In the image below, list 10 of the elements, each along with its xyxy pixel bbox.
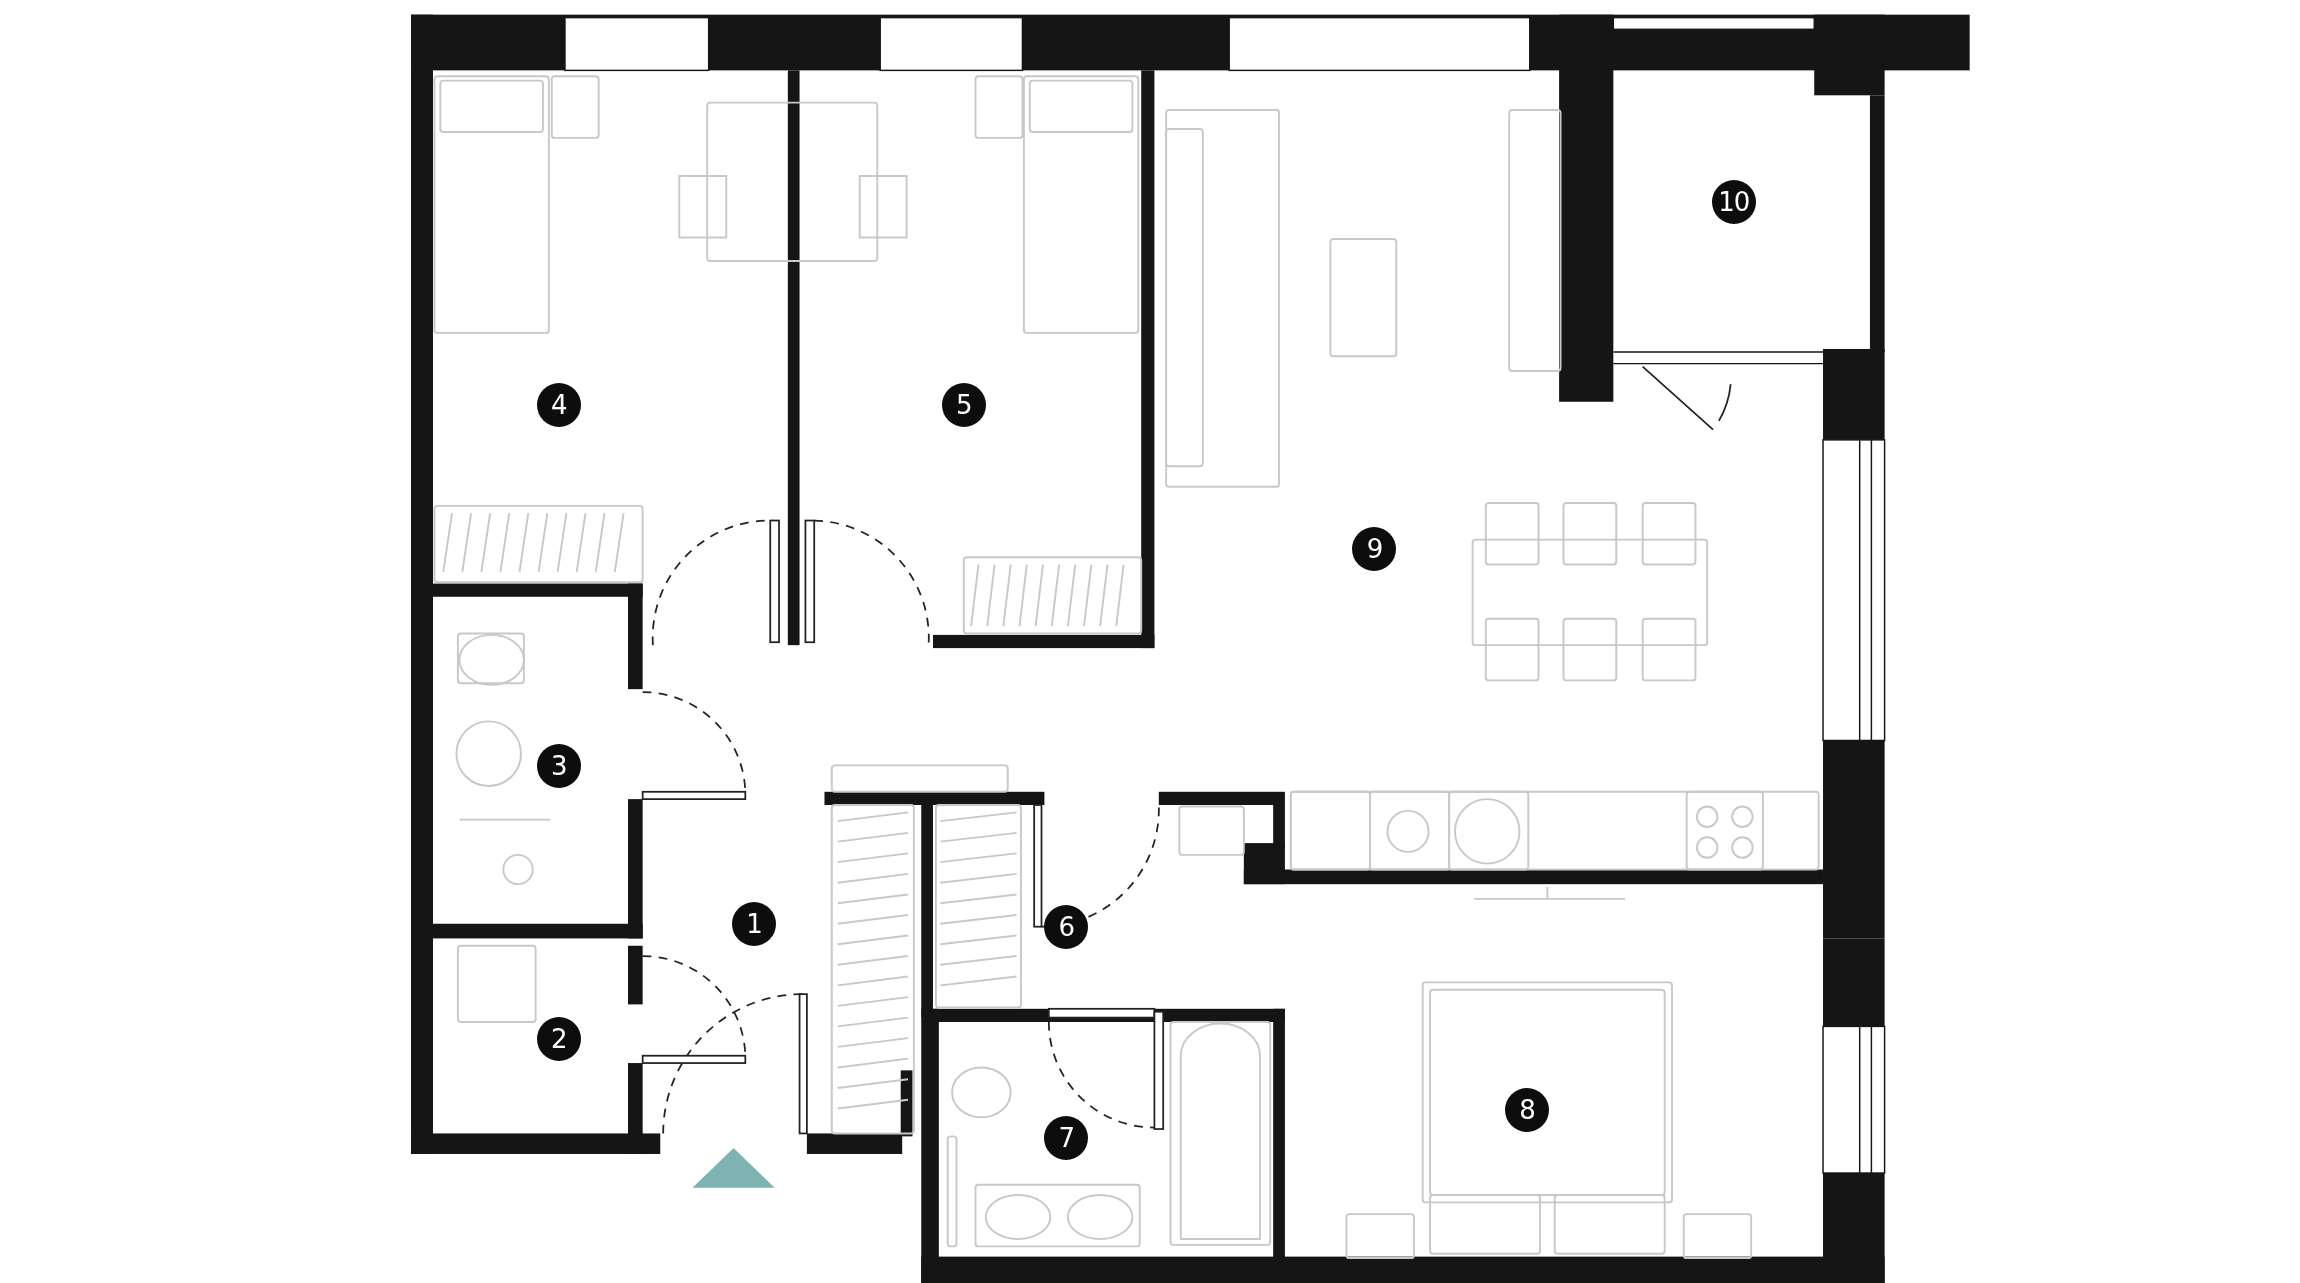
callout-number: 6 bbox=[1044, 905, 1089, 950]
callout-number: 2 bbox=[536, 1016, 581, 1061]
callout-number: 1 bbox=[731, 902, 776, 947]
callout-number: 8 bbox=[1504, 1088, 1549, 1133]
callout-number: 9 bbox=[1352, 526, 1397, 571]
callout-number: 7 bbox=[1044, 1116, 1089, 1161]
callout-number: 4 bbox=[536, 382, 581, 427]
callout-number: 5 bbox=[941, 382, 986, 427]
callout-number: 3 bbox=[536, 743, 581, 788]
callout-number: 10 bbox=[1711, 180, 1756, 225]
